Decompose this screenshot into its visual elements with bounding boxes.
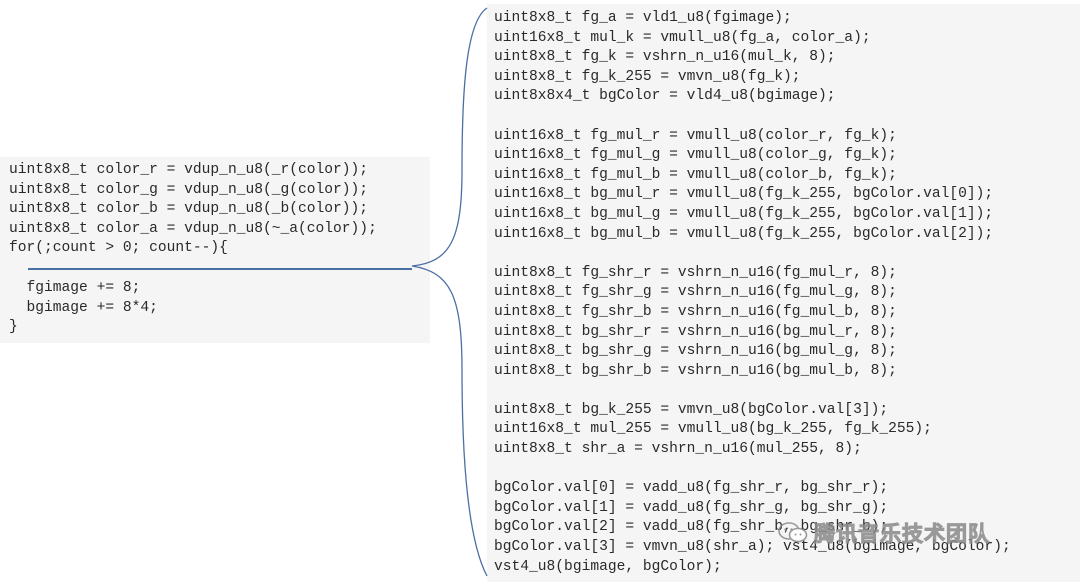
code-line: uint16x8_t mul_k = vmull_u8(fg_a, color_… (494, 29, 871, 46)
code-line: vst4_u8(bgimage, bgColor); (494, 558, 722, 575)
code-line: bgColor.val[2] = vadd_u8(fg_shr_b, bg_sh… (494, 519, 889, 536)
code-line: uint8x8_t bg_shr_r = vshrn_n_u16(bg_mul_… (494, 323, 897, 340)
blank-line (494, 244, 1080, 264)
watermark: 腾讯音乐技术团队 (778, 520, 990, 547)
code-line: bgColor.val[1] = vadd_u8(fg_shr_g, bg_sh… (494, 499, 889, 516)
code-line: uint8x8_t bg_shr_g = vshrn_n_u16(bg_mul_… (494, 343, 897, 360)
watermark-text: 腾讯音乐技术团队 (814, 522, 990, 547)
code-line: uint8x8_t shr_a = vshrn_n_u16(mul_255, 8… (494, 441, 862, 458)
code-line: } (9, 319, 18, 336)
code-line: uint16x8_t bg_mul_g = vmull_u8(fg_k_255,… (494, 205, 994, 222)
blank-line (494, 107, 1080, 127)
code-line: fgimage += 8; (9, 279, 141, 296)
code-line: for(;count > 0; count--){ (9, 240, 228, 257)
code-line: uint8x8_t color_r = vdup_n_u8(_r(color))… (9, 162, 369, 178)
code-line: uint8x8_t fg_k = vshrn_n_u16(mul_k, 8); (494, 49, 836, 66)
code-line: uint16x8_t mul_255 = vmull_u8(bg_k_255, … (494, 421, 932, 438)
code-line: uint8x8_t bg_shr_b = vshrn_n_u16(bg_mul_… (494, 362, 897, 379)
code-line: bgColor.val[3] = vmvn_u8(shr_a); vst4_u8… (494, 539, 1011, 556)
code-line: uint8x8_t fg_a = vld1_u8(fgimage); (494, 10, 792, 26)
code-line: uint8x8_t color_g = vdup_n_u8(_g(color))… (9, 181, 369, 198)
code-line: uint8x8_t bg_k_255 = vmvn_u8(bgColor.val… (494, 401, 889, 418)
code-line: uint16x8_t bg_mul_b = vmull_u8(fg_k_255,… (494, 225, 994, 242)
wechat-icon (778, 522, 808, 543)
code-line: bgimage += 8*4; (9, 299, 158, 316)
code-line: uint16x8_t bg_mul_r = vmull_u8(fg_k_255,… (494, 186, 994, 203)
code-line: uint8x8_t fg_k_255 = vmvn_u8(fg_k); (494, 68, 801, 85)
code-line: uint8x8_t color_a = vdup_n_u8(~_a(color)… (9, 220, 377, 237)
blank-line (494, 460, 1080, 480)
right-code-panel: uint8x8_t fg_a = vld1_u8(fgimage); uint16… (487, 4, 1080, 582)
code-line: bgColor.val[0] = vadd_u8(fg_shr_r, bg_sh… (494, 480, 889, 497)
insertion-point-gap (9, 259, 430, 279)
blank-line (494, 381, 1080, 401)
code-line: uint16x8_t fg_mul_r = vmull_u8(color_r, … (494, 127, 897, 144)
code-line: uint8x8_t fg_shr_b = vshrn_n_u16(fg_mul_… (494, 303, 897, 320)
code-line: uint16x8_t fg_mul_b = vmull_u8(color_b, … (494, 166, 897, 183)
code-line: uint8x8_t fg_shr_g = vshrn_n_u16(fg_mul_… (494, 284, 897, 301)
code-line: uint8x8x4_t bgColor = vld4_u8(bgimage); (494, 88, 836, 105)
left-code-panel: uint8x8_t color_r = vdup_n_u8(_r(color))… (0, 157, 430, 343)
code-line: uint16x8_t fg_mul_g = vmull_u8(color_g, … (494, 147, 897, 164)
code-line: uint8x8_t fg_shr_r = vshrn_n_u16(fg_mul_… (494, 264, 897, 281)
code-line: uint8x8_t color_b = vdup_n_u8(_b(color))… (9, 201, 369, 218)
